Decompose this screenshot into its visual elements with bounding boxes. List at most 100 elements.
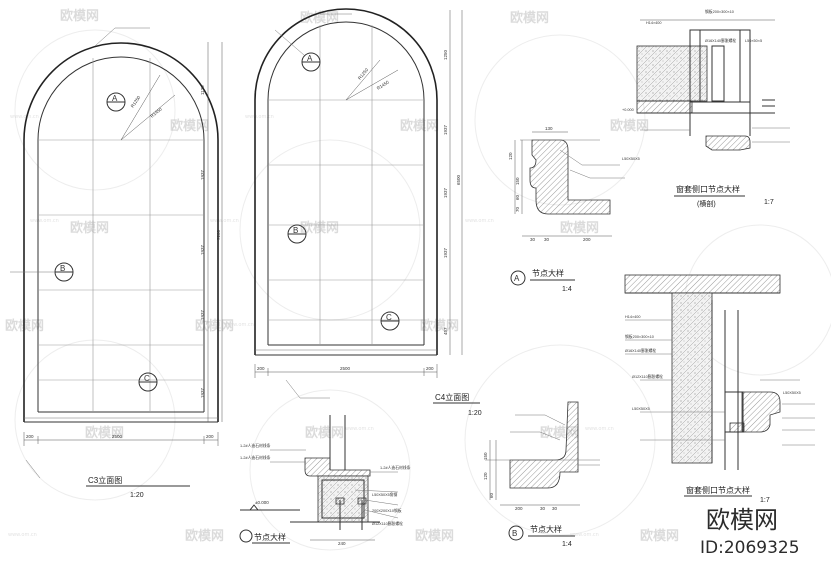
window-bottom-title: 窗套侧口节点大样 (686, 485, 750, 495)
watermark-site: www.om.cn (30, 218, 59, 224)
detail-a-title: 节点大样 (532, 268, 564, 278)
watermark-site: www.om.cn (225, 322, 254, 328)
svg-text:1937: 1937 (200, 169, 205, 180)
svg-text:1937: 1937 (443, 247, 448, 258)
svg-text:2500: 2500 (112, 434, 123, 439)
svg-text:150: 150 (483, 452, 488, 460)
c3-bottom-dimension: 200 2500 200 (23, 432, 219, 446)
c4-title: C4立面图 (435, 392, 469, 402)
svg-text:L50X50X5角钢: L50X50X5角钢 (372, 492, 398, 497)
c4-marker-c: C (380, 311, 400, 331)
watermark-logo: 欧模网 (400, 118, 439, 134)
watermark-logo: 欧模网 (510, 10, 549, 26)
c4-bottom-dimension: 200 2500 200 (254, 364, 438, 378)
watermark-logo: 欧模网 (420, 318, 459, 334)
c4-outer-frame (254, 8, 438, 355)
watermark-logo: 欧模网 (305, 425, 344, 441)
detail-c: ±0.000 1-2#人造石材线条 1-2#人造石材线条 1-2#人造石材线条 … (239, 415, 411, 546)
c4-marker-a: A (274, 29, 321, 72)
detail-a-scale: 1:4 (562, 286, 572, 293)
svg-text:A: A (307, 54, 313, 63)
detail-a-profile (529, 139, 611, 215)
c4-right-dimension: 1250 1937 1937 1937 457 6500 (443, 10, 463, 355)
svg-text:1937: 1937 (200, 309, 205, 320)
svg-text:200X200X10钢板: 200X200X10钢板 (372, 508, 402, 513)
detail-a-dims: 130 120 150 60 70 30 30 200 (508, 126, 612, 242)
c3-right-dimension: 1120 1937 1937 1937 1937 7200 (200, 42, 223, 422)
detail-c-level: ±0.000 (240, 500, 300, 511)
c3-title: C3立面图 (88, 475, 122, 485)
svg-text:+0.000: +0.000 (622, 108, 634, 112)
svg-text:30: 30 (544, 237, 550, 242)
svg-text:Ø16X140膨胀螺栓: Ø16X140膨胀螺栓 (705, 38, 736, 43)
c3-outer-frame (23, 42, 219, 422)
c4-glazing-grid (268, 25, 424, 345)
brand-logo: 欧模网 (706, 506, 778, 534)
svg-text:1937: 1937 (443, 124, 448, 135)
svg-text:B: B (512, 529, 517, 538)
c3-radius-2: R1450 (149, 106, 163, 119)
c4-elevation: R1250 R1450 A B C 200 2500 200 (254, 8, 482, 417)
svg-text:1937: 1937 (200, 387, 205, 398)
svg-text:120: 120 (483, 472, 488, 480)
svg-text:30: 30 (552, 506, 558, 511)
detail-b-profile (509, 401, 579, 489)
window-top-scale: 1:7 (764, 199, 774, 206)
c3-marker-b: B (10, 262, 74, 282)
window-top-notes: H14×400 钢板200×300×10 Ø16X140膨胀螺栓 L50×50×… (622, 9, 790, 161)
svg-text:A: A (514, 274, 520, 283)
svg-text:200: 200 (206, 434, 214, 439)
svg-text:C: C (386, 313, 392, 322)
c3-marker-a: A (106, 92, 126, 112)
svg-text:150: 150 (515, 177, 520, 185)
watermark-site: www.om.cn (210, 218, 239, 224)
svg-text:钢板200×300×10: 钢板200×300×10 (705, 9, 734, 14)
svg-text:130: 130 (545, 126, 553, 131)
svg-text:200: 200 (426, 366, 434, 371)
watermark-site: www.om.cn (585, 426, 614, 432)
watermark-site: www.om.cn (465, 218, 494, 224)
window-bottom-scale: 1:7 (760, 497, 770, 504)
window-jamb-detail-bottom: H14×400 钢板200×300×10 Ø16X140膨胀螺栓 L50X50X… (624, 274, 815, 504)
watermark-logo: 欧模网 (610, 118, 649, 134)
svg-text:1120: 1120 (200, 85, 205, 95)
svg-text:L50X50X5: L50X50X5 (632, 407, 650, 411)
svg-text:钢板200×300×10: 钢板200×300×10 (625, 334, 654, 339)
svg-text:Ø16X140膨胀螺栓: Ø16X140膨胀螺栓 (625, 348, 656, 353)
svg-text:60: 60 (515, 194, 520, 200)
detail-b-title: 节点大样 (530, 524, 562, 534)
svg-text:1-2#人造石材线条: 1-2#人造石材线条 (240, 455, 271, 460)
c4-marker-b: B (287, 224, 307, 244)
window-bottom-profile (741, 391, 781, 433)
watermark-logo: 欧模网 (300, 220, 339, 236)
window-jamb-detail-top: H14×400 钢板200×300×10 Ø16X140膨胀螺栓 L50×50×… (622, 9, 790, 208)
svg-text:457: 457 (443, 327, 448, 335)
watermark-logo: 欧模网 (170, 118, 209, 134)
detail-b-dims: 120 150 60 30 30 200 (483, 440, 580, 511)
detail-c-notes: 1-2#人造石材线条 1-2#人造石材线条 1-2#人造石材线条 200X200… (240, 443, 411, 526)
svg-text:1-2#人造石材线条: 1-2#人造石材线条 (240, 443, 271, 448)
c4-scale: 1:20 (468, 410, 482, 417)
c4-inner-frame (267, 21, 425, 345)
watermark-site: www.om.cn (10, 114, 39, 120)
svg-text:200: 200 (515, 506, 523, 511)
svg-text:H14×400: H14×400 (625, 315, 641, 319)
svg-text:1250: 1250 (443, 49, 448, 60)
svg-text:1937: 1937 (200, 244, 205, 255)
svg-text:200: 200 (26, 434, 34, 439)
watermark-logo: 欧模网 (185, 528, 224, 544)
svg-text:L50X50X5: L50X50X5 (783, 391, 801, 395)
svg-text:B: B (293, 226, 298, 235)
watermark-layer: 欧模网 欧模网 欧模网 欧模网 欧模网 欧模网 欧模网 欧模网 欧模网 欧模网 … (5, 8, 831, 551)
watermark-site: www.om.cn (570, 532, 599, 538)
c3-inner-frame (37, 56, 205, 412)
svg-text:1937: 1937 (443, 187, 448, 198)
watermark-logo: 欧模网 (195, 318, 234, 334)
brand-badge: 欧模网 ID:2069325 (700, 506, 800, 558)
window-top-title: 窗套侧口节点大样 (676, 184, 740, 194)
svg-text:30: 30 (530, 237, 536, 242)
watermark-logo: 欧模网 (60, 8, 99, 24)
c3-marker-c: C (138, 372, 158, 392)
watermark-site: www.om.cn (345, 426, 374, 432)
